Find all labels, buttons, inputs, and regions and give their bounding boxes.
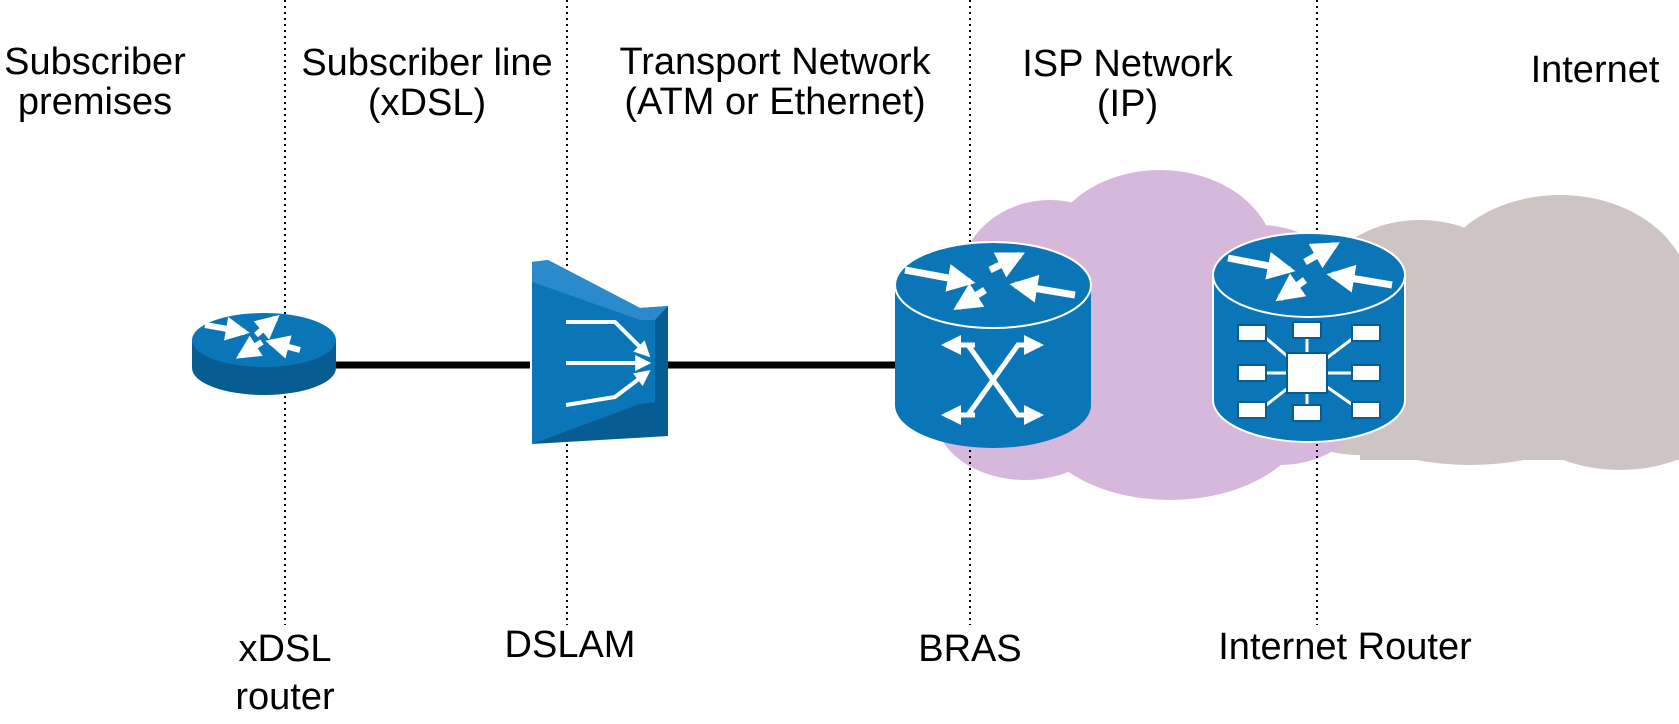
device-label-bras: BRAS: [918, 628, 1022, 670]
zone-label-subscriber-line-line1: Subscriber line: [301, 42, 553, 84]
zone-label-subscriber-line-line2: (xDSL): [367, 82, 487, 124]
router-icon: [192, 313, 336, 395]
internet-router-icon: [1212, 232, 1406, 443]
zone-label-transport-network-line2: (ATM or Ethernet): [624, 81, 926, 123]
zone-label-subscriber-premises: Subscriber premises: [0, 42, 190, 122]
device-label-xdsl-router-line1: xDSL: [238, 628, 332, 670]
bras-icon: [894, 241, 1092, 448]
zone-label-isp-network: ISP Network (IP): [1000, 44, 1255, 124]
device-label-xdsl-router-line2: router: [235, 676, 335, 718]
zone-label-subscriber-line: Subscriber line (xDSL): [296, 43, 558, 123]
zone-label-isp-network-line1: ISP Network: [1022, 43, 1233, 85]
zone-label-transport-network-line1: Transport Network: [619, 41, 931, 83]
zone-label-isp-network-line2: (IP): [1096, 83, 1159, 125]
device-label-internet-router: Internet Router: [1218, 626, 1472, 668]
zone-label-subscriber-premises-line1: Subscriber: [4, 41, 186, 83]
device-label-xdsl-router: xDSL router: [215, 629, 355, 717]
device-label-dslam: DSLAM: [504, 624, 636, 666]
zone-label-transport-network: Transport Network (ATM or Ethernet): [610, 42, 940, 122]
zone-label-subscriber-premises-line2: premises: [17, 81, 173, 123]
dslam-icon: [532, 260, 668, 444]
zone-label-internet: Internet: [1530, 49, 1660, 91]
